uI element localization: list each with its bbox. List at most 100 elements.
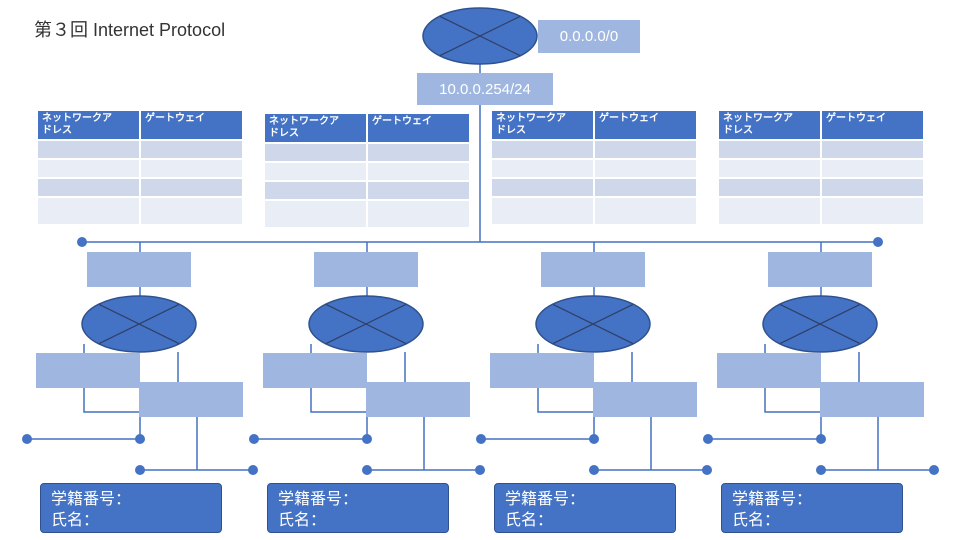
routing-table: ネットワークアドレスゲートウェイ bbox=[490, 109, 698, 226]
gateway-cell[interactable] bbox=[822, 179, 923, 196]
gateway-cell[interactable] bbox=[595, 179, 696, 196]
gateway-cell[interactable] bbox=[822, 141, 923, 158]
external-network-label: 0.0.0.0/0 bbox=[538, 20, 640, 53]
endpoint-dot bbox=[249, 434, 259, 444]
table-row bbox=[38, 179, 242, 196]
network-address-cell[interactable] bbox=[492, 141, 593, 158]
gateway-header: ゲートウェイ bbox=[595, 111, 696, 139]
student-id-label: 学籍番号： bbox=[505, 489, 586, 508]
endpoint-dot bbox=[362, 434, 372, 444]
table-row bbox=[719, 198, 923, 224]
network-address-cell[interactable] bbox=[265, 163, 366, 180]
page-title: 第３回 Internet Protocol bbox=[34, 20, 226, 40]
network-address-cell[interactable] bbox=[719, 179, 820, 196]
subnet-router[interactable] bbox=[762, 295, 878, 353]
routing-table: ネットワークアドレスゲートウェイ bbox=[717, 109, 925, 226]
gateway-router[interactable] bbox=[422, 7, 538, 65]
student-card[interactable]: 学籍番号： 氏名： bbox=[494, 483, 676, 533]
student-card[interactable]: 学籍番号：氏名： bbox=[721, 483, 903, 533]
subnet-router[interactable] bbox=[308, 295, 424, 353]
uplink-address-box[interactable] bbox=[768, 252, 872, 287]
gateway-cell[interactable] bbox=[822, 160, 923, 177]
gateway-cell[interactable] bbox=[141, 141, 242, 158]
endpoint-dot bbox=[476, 434, 486, 444]
gateway-cell[interactable] bbox=[368, 144, 469, 161]
network-address-cell[interactable] bbox=[719, 160, 820, 177]
network-address-cell[interactable] bbox=[492, 160, 593, 177]
student-name-label: 氏名： bbox=[278, 510, 327, 529]
student-name-label: 氏名： bbox=[51, 510, 100, 529]
table-row bbox=[492, 160, 696, 177]
uplink-address-box[interactable] bbox=[87, 252, 191, 287]
network-address-cell[interactable] bbox=[719, 198, 820, 224]
endpoint-dot bbox=[362, 465, 372, 475]
student-card[interactable]: 学籍番号： 氏名： bbox=[40, 483, 222, 533]
gateway-cell[interactable] bbox=[368, 163, 469, 180]
table-row bbox=[492, 141, 696, 158]
network-address-cell[interactable] bbox=[719, 141, 820, 158]
table-row bbox=[719, 179, 923, 196]
gateway-cell[interactable] bbox=[141, 160, 242, 177]
endpoint-dot bbox=[703, 434, 713, 444]
gateway-cell[interactable] bbox=[141, 179, 242, 196]
student-id-label: 学籍番号： bbox=[51, 489, 132, 508]
endpoint-dot bbox=[816, 465, 826, 475]
student-name-label: 氏名： bbox=[505, 510, 554, 529]
network-address-cell[interactable] bbox=[38, 160, 139, 177]
lan-b-address-box[interactable] bbox=[139, 382, 243, 417]
student-id-label: 学籍番号： bbox=[732, 489, 813, 508]
subnet-router[interactable] bbox=[535, 295, 651, 353]
uplink-address-box[interactable] bbox=[314, 252, 418, 287]
table-row bbox=[492, 198, 696, 224]
gateway-header: ゲートウェイ bbox=[822, 111, 923, 139]
network-address-header: ネットワークアドレス bbox=[38, 111, 139, 139]
endpoint-dot bbox=[929, 465, 939, 475]
gateway-cell[interactable] bbox=[368, 201, 469, 227]
network-address-cell[interactable] bbox=[492, 198, 593, 224]
table-row bbox=[38, 198, 242, 224]
network-address-cell[interactable] bbox=[265, 182, 366, 199]
lan-a-address-box[interactable] bbox=[36, 353, 140, 388]
uplink-address-box[interactable] bbox=[541, 252, 645, 287]
endpoint-dot bbox=[22, 434, 32, 444]
lan-b-address-box[interactable] bbox=[366, 382, 470, 417]
lan-a-address-box[interactable] bbox=[717, 353, 821, 388]
backbone-endpoint-dot bbox=[77, 237, 87, 247]
network-address-cell[interactable] bbox=[38, 141, 139, 158]
endpoint-dot bbox=[589, 434, 599, 444]
routing-table: ネットワークアドレスゲートウェイ bbox=[263, 112, 471, 229]
endpoint-dot bbox=[589, 465, 599, 475]
table-row bbox=[265, 182, 469, 199]
network-address-cell[interactable] bbox=[265, 144, 366, 161]
table-row bbox=[38, 160, 242, 177]
gateway-header: ゲートウェイ bbox=[368, 114, 469, 142]
network-address-header: ネットワークアドレス bbox=[492, 111, 593, 139]
gateway-cell[interactable] bbox=[595, 160, 696, 177]
table-row bbox=[265, 144, 469, 161]
network-address-cell[interactable] bbox=[265, 201, 366, 227]
subnet-router[interactable] bbox=[81, 295, 197, 353]
table-row bbox=[265, 201, 469, 227]
lan-a-address-box[interactable] bbox=[263, 353, 367, 388]
gateway-cell[interactable] bbox=[141, 198, 242, 224]
gateway-cell[interactable] bbox=[822, 198, 923, 224]
network-address-cell[interactable] bbox=[38, 179, 139, 196]
routing-table: ネットワークアドレスゲートウェイ bbox=[36, 109, 244, 226]
table-row bbox=[265, 163, 469, 180]
student-card[interactable]: 学籍番号：氏名： bbox=[267, 483, 449, 533]
endpoint-dot bbox=[135, 465, 145, 475]
lan-b-address-box[interactable] bbox=[593, 382, 697, 417]
gateway-cell[interactable] bbox=[595, 198, 696, 224]
gateway-cell[interactable] bbox=[368, 182, 469, 199]
lan-b-address-box[interactable] bbox=[820, 382, 924, 417]
gateway-cell[interactable] bbox=[595, 141, 696, 158]
network-address-header: ネットワークアドレス bbox=[719, 111, 820, 139]
lan-a-address-box[interactable] bbox=[490, 353, 594, 388]
network-address-header: ネットワークアドレス bbox=[265, 114, 366, 142]
endpoint-dot bbox=[816, 434, 826, 444]
table-row bbox=[38, 141, 242, 158]
table-row bbox=[719, 141, 923, 158]
endpoint-dot bbox=[135, 434, 145, 444]
network-address-cell[interactable] bbox=[492, 179, 593, 196]
network-address-cell[interactable] bbox=[38, 198, 139, 224]
